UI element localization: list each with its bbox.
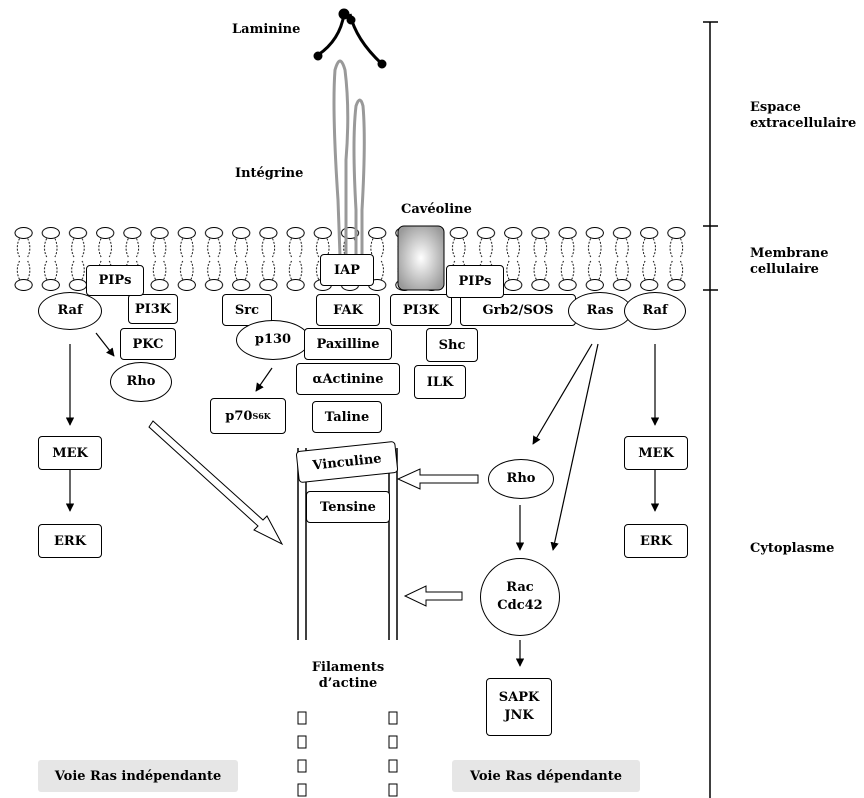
label-laminine: Laminine [232, 22, 301, 37]
node-p130: p130 [236, 320, 310, 360]
region-cytoplasm: Cytoplasme [750, 541, 835, 556]
region-extracellular-line1: Espace [750, 100, 801, 115]
node-erk-right: ERK [624, 524, 688, 558]
node-iap: IAP [320, 254, 374, 286]
node-grb2sos: Grb2/SOS [460, 294, 576, 326]
node-rac-cdc42: Rac Cdc42 [480, 558, 560, 636]
node-rho-left: Rho [110, 362, 172, 402]
node-erk-left: ERK [38, 524, 102, 558]
node-mek-right: MEK [624, 436, 688, 470]
pathway-ras-dependent: Voie Ras dépendante [452, 760, 640, 792]
node-pips-left: PIPs [86, 265, 144, 296]
node-jnk: JNK [504, 708, 534, 723]
region-membrane-line2: cellulaire [750, 262, 819, 277]
region-extracellular: Espace extracellulaire [750, 100, 856, 132]
arrow-raf-rho-left [95, 332, 115, 357]
node-pkc: PKC [120, 328, 176, 360]
node-rho-right: Rho [488, 459, 554, 499]
label-filaments-line2: d’actine [318, 676, 378, 691]
compartment-scale [703, 21, 718, 798]
label-integrine: Intégrine [235, 166, 304, 181]
region-extracellular-line2: extracellulaire [750, 116, 857, 131]
node-ilk: ILK [414, 365, 466, 399]
node-ras: Ras [568, 292, 632, 330]
node-mek-left: MEK [38, 436, 102, 470]
label-filaments: Filaments d’actine [306, 660, 390, 692]
arrow-p130-p70 [255, 367, 273, 392]
node-sapk-jnk: SAPK JNK [486, 678, 552, 736]
hollow-arrow-rho-right [396, 468, 479, 490]
hollow-arrow-rho-left [148, 420, 284, 546]
node-raf-left: Raf [38, 292, 102, 330]
arrow-ras-rac [550, 343, 599, 551]
actin-filament-segments [297, 711, 398, 797]
region-membrane-line1: Membrane [750, 246, 829, 261]
node-pi3k-left: PI3K [128, 294, 178, 324]
node-taline: Taline [312, 401, 382, 433]
region-membrane: Membrane cellulaire [750, 246, 829, 278]
node-sapk: SAPK [498, 690, 540, 705]
hollow-arrow-rac [403, 585, 463, 607]
pathway-ras-independent: Voie Ras indépendante [38, 760, 238, 792]
node-pips-right: PIPs [446, 265, 504, 298]
node-src: Src [222, 294, 272, 326]
node-fak: FAK [316, 294, 380, 326]
node-tensine: Tensine [306, 491, 390, 523]
node-rac: Rac [506, 580, 534, 595]
node-p70-sup: S6K [252, 411, 271, 421]
node-actinine: αActinine [296, 363, 400, 395]
node-p70-base: p70 [225, 408, 253, 424]
node-cdc42: Cdc42 [497, 598, 543, 613]
arrow-ras-rho [532, 343, 593, 445]
integrine-receptor [332, 59, 366, 257]
node-shc: Shc [426, 328, 478, 362]
node-paxilline: Paxilline [304, 328, 392, 360]
node-raf-right: Raf [624, 292, 686, 330]
caveoline-protein [397, 225, 445, 291]
node-pi3k-center: PI3K [390, 294, 452, 326]
label-caveoline: Cavéoline [401, 202, 472, 217]
label-filaments-line1: Filaments [311, 660, 385, 675]
laminine-molecule [313, 8, 387, 69]
